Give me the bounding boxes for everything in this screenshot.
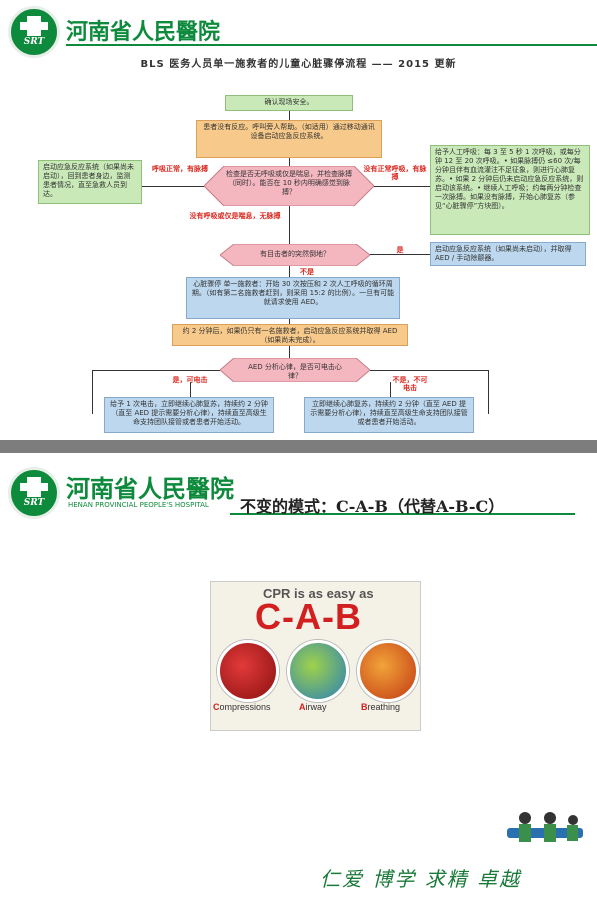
cab-image: CPR is as easy as C-A-B Compressions Air… xyxy=(210,581,421,731)
step-scene-safe: 确认现场安全。 xyxy=(225,95,353,111)
cab-caption: CPR is as easy as xyxy=(263,586,374,601)
airway-icon xyxy=(287,640,349,702)
page-title: 不变的模式：C-A-B（代替A-B-C） xyxy=(240,497,505,516)
connector xyxy=(289,111,290,120)
connector xyxy=(289,158,290,166)
slide-separator xyxy=(0,440,597,453)
compressions-icon xyxy=(217,640,279,702)
connector xyxy=(92,370,93,414)
header-line xyxy=(66,44,597,46)
diamond2-text: 有目击者的突然倒地？ xyxy=(260,250,330,258)
label-no-normal-breathing: 没有正常呼吸，有脉搏 xyxy=(363,165,427,181)
box-two-minutes: 约 2 分钟后，如果仍只有一名施救者，启动应急反应系统并取得 AED（如果尚未完… xyxy=(172,324,408,346)
flow-title: BLS 医务人员单一施救者的儿童心脏骤停流程 —— 2015 更新 xyxy=(140,59,457,70)
step-unresponsive: 患者没有反应。呼叫旁人帮助。（如适用）通过移动通讯设备启动应急反应系统。 xyxy=(196,120,382,158)
hospital-name: 河南省人民醫院 xyxy=(66,19,221,45)
connector xyxy=(370,370,488,371)
box-activate-ems: 启动应急反应系统（如果尚未启动），并取得 AED / 手动除颤器。 xyxy=(430,242,586,266)
connector xyxy=(390,382,391,397)
label-shockable: 是，可电击 xyxy=(172,376,208,384)
breathing-icon xyxy=(357,640,419,702)
label-no: 不是 xyxy=(300,268,314,276)
box-rescue-breathing: 给予人工呼吸：每 3 至 5 秒 1 次呼吸，或每分钟 12 至 20 次呼吸。… xyxy=(430,145,590,235)
box-shock: 给予 1 次电击，立即继续心肺复苏，持续约 2 分钟（直至 AED 提示需要分析… xyxy=(104,397,274,433)
connector xyxy=(289,319,290,324)
medical-team-icon xyxy=(507,812,583,842)
connector xyxy=(92,370,220,371)
connector xyxy=(374,186,430,187)
hospital-logo: SRT xyxy=(8,6,60,58)
diamond-witnessed-collapse xyxy=(220,244,370,266)
title-underline xyxy=(230,513,575,515)
connector xyxy=(190,382,191,397)
label-no-pulse: 没有呼吸或仅是喘息，无脉搏 xyxy=(189,212,281,220)
diamond-aed-analysis xyxy=(220,358,370,382)
hospital-logo: SRT xyxy=(8,467,60,519)
box-cardiac-arrest: 心脏骤停 单一施救者：开始 30 次按压和 2 次人工呼吸的循环周期。（如有第二… xyxy=(186,277,400,319)
connector xyxy=(289,206,290,244)
label-yes: 是 xyxy=(396,246,404,254)
diamond1-text: 检查是否无呼吸或仅是喘息，并检查脉搏（同时）。能否在 10 秒内明确感觉到脉搏？ xyxy=(226,170,352,196)
box-monitor-patient: 启动应急反应系统（如果尚未启动），回到患者身边，监测患者情况，直至急救人员到达。 xyxy=(38,160,142,204)
slide-cab: SRT 河南省人民醫院 HENAN PROVINCIAL PEOPLE'S HO… xyxy=(0,453,597,900)
connector xyxy=(289,346,290,358)
label-compressions: Compressions xyxy=(213,702,271,712)
connector xyxy=(488,370,489,414)
diamond-check-pulse xyxy=(204,166,374,206)
label-non-shockable: 不是，不可电击 xyxy=(392,376,428,392)
connector xyxy=(289,266,290,277)
label-breathing: Breathing xyxy=(361,702,401,712)
box-no-shock: 立即继续心肺复苏，持续约 2 分钟（直至 AED 提示需要分析心律），持续直至高… xyxy=(304,397,474,433)
slide-flowchart: SRT 河南省人民醫院 BLS 医务人员单一施救者的儿童心脏骤停流程 —— 20… xyxy=(0,0,597,440)
hospital-name: 河南省人民醫院 xyxy=(66,474,234,503)
cab-heading: C-A-B xyxy=(255,596,362,637)
hospital-english-name: HENAN PROVINCIAL PEOPLE'S HOSPITAL xyxy=(68,501,209,509)
hospital-motto: 仁爱 博学 求精 卓越 xyxy=(320,867,522,891)
diamond3-text: AED 分析心律，是否可电击心律？ xyxy=(248,363,342,380)
connector xyxy=(370,254,430,255)
label-normal-breathing: 呼吸正常，有脉搏 xyxy=(152,165,208,173)
label-airway: Airway xyxy=(299,702,327,712)
connector xyxy=(142,186,204,187)
